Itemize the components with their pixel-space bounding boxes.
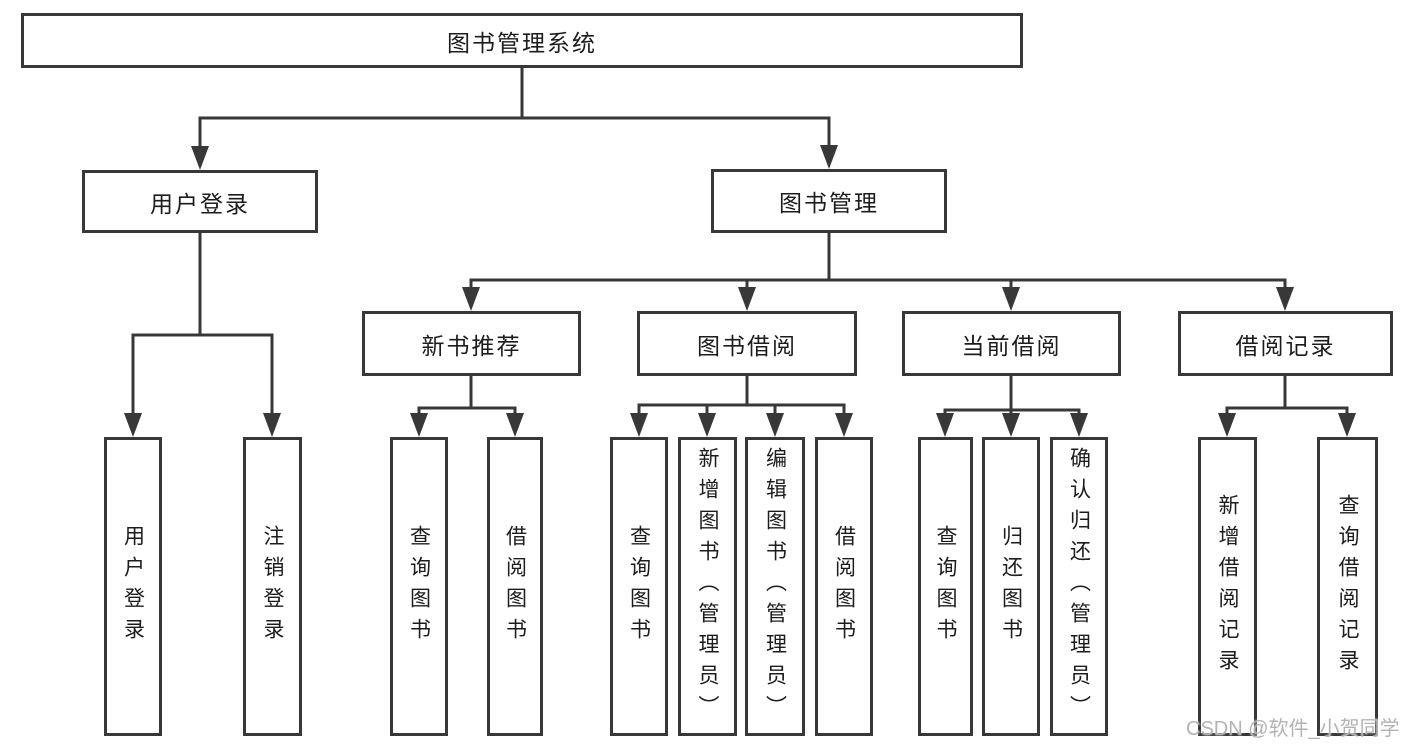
node-book-borrow: 图书借阅 bbox=[637, 311, 857, 376]
node-root-library-system: 图书管理系统 bbox=[21, 13, 1023, 68]
node-label: 查询图书 bbox=[407, 524, 431, 649]
node-label: 借阅记录 bbox=[1235, 332, 1336, 359]
connector-current-borrow-to-leaves bbox=[936, 374, 1088, 437]
csdn-watermark: CSDN @软件_小贺同学 bbox=[1186, 718, 1400, 740]
node-label: 用户登录 bbox=[121, 524, 145, 649]
leaf-confirm-return-admin: 确认归还（管理员） bbox=[1050, 437, 1108, 736]
node-label: 新增借阅记录 bbox=[1216, 493, 1239, 680]
node-label: 归还图书 bbox=[999, 524, 1023, 649]
leaf-query-borrow-record: 查询借阅记录 bbox=[1317, 437, 1378, 736]
leaf-logout: 注销登录 bbox=[243, 437, 302, 736]
arrowhead-icon bbox=[1276, 287, 1294, 311]
node-label: 图书管理系统 bbox=[447, 29, 597, 56]
leaf-add-borrow-record: 新增借阅记录 bbox=[1198, 437, 1257, 736]
arrowhead-icon bbox=[1218, 413, 1236, 437]
arrowhead-icon bbox=[820, 145, 838, 169]
arrowhead-icon bbox=[410, 413, 428, 437]
connector-borrow-record-to-leaves bbox=[1218, 374, 1356, 437]
arrowhead-icon bbox=[698, 413, 716, 437]
node-label: 用户登录 bbox=[150, 190, 250, 217]
leaf-user-login: 用户登录 bbox=[104, 437, 162, 736]
connector-user-login-to-leaves bbox=[124, 231, 281, 437]
arrowhead-icon bbox=[462, 287, 480, 311]
connector-book-borrow-to-leaves bbox=[630, 374, 853, 437]
leaf-query-book-borrow: 查询图书 bbox=[610, 437, 668, 736]
node-borrow-record: 借阅记录 bbox=[1178, 311, 1393, 376]
node-label: 新增图书（管理员） bbox=[696, 447, 719, 726]
node-label: 新书推荐 bbox=[421, 332, 522, 359]
node-book-management: 图书管理 bbox=[711, 169, 947, 233]
node-label: 编辑图书（管理员） bbox=[763, 447, 787, 726]
arrowhead-icon bbox=[766, 413, 784, 437]
node-label: 确认归还（管理员） bbox=[1067, 447, 1091, 726]
node-current-borrow: 当前借阅 bbox=[902, 311, 1121, 376]
arrowhead-icon bbox=[738, 287, 756, 311]
node-new-book-recommend: 新书推荐 bbox=[362, 311, 581, 376]
arrowhead-icon bbox=[630, 413, 648, 437]
connector-root-to-level2 bbox=[191, 66, 838, 170]
arrowhead-icon bbox=[191, 146, 209, 170]
node-user-login: 用户登录 bbox=[82, 170, 318, 233]
node-label: 注销登录 bbox=[261, 524, 284, 649]
leaf-add-book-admin: 新增图书（管理员） bbox=[678, 437, 737, 736]
arrowhead-icon bbox=[263, 413, 281, 437]
connector-new-book-recommend-to-leaves bbox=[410, 374, 524, 437]
node-label: 查询图书 bbox=[934, 524, 957, 649]
node-label: 查询图书 bbox=[627, 524, 651, 649]
arrowhead-icon bbox=[1002, 287, 1020, 311]
arrowhead-icon bbox=[1070, 413, 1088, 437]
leaf-query-book-current: 查询图书 bbox=[918, 437, 973, 736]
node-label: 当前借阅 bbox=[961, 332, 1062, 359]
node-label: 图书管理 bbox=[779, 190, 879, 216]
arrowhead-icon bbox=[936, 413, 954, 437]
leaf-edit-book-admin: 编辑图书（管理员） bbox=[745, 437, 805, 736]
connector-book-management-to-level3 bbox=[462, 231, 1294, 311]
arrowhead-icon bbox=[835, 413, 853, 437]
node-label: 借阅图书 bbox=[832, 524, 856, 649]
arrowhead-icon bbox=[506, 413, 524, 437]
node-label: 借阅图书 bbox=[503, 524, 527, 649]
leaf-borrow-book-recommend: 借阅图书 bbox=[487, 437, 543, 736]
arrowhead-icon bbox=[124, 413, 142, 437]
leaf-query-book-recommend: 查询图书 bbox=[390, 437, 448, 736]
arrowhead-icon bbox=[1338, 413, 1356, 437]
arrowhead-icon bbox=[1002, 413, 1020, 437]
node-label: 图书借阅 bbox=[697, 332, 797, 359]
node-label: 查询借阅记录 bbox=[1336, 493, 1359, 680]
leaf-borrow-book: 借阅图书 bbox=[815, 437, 873, 736]
leaf-return-book: 归还图书 bbox=[982, 437, 1040, 736]
